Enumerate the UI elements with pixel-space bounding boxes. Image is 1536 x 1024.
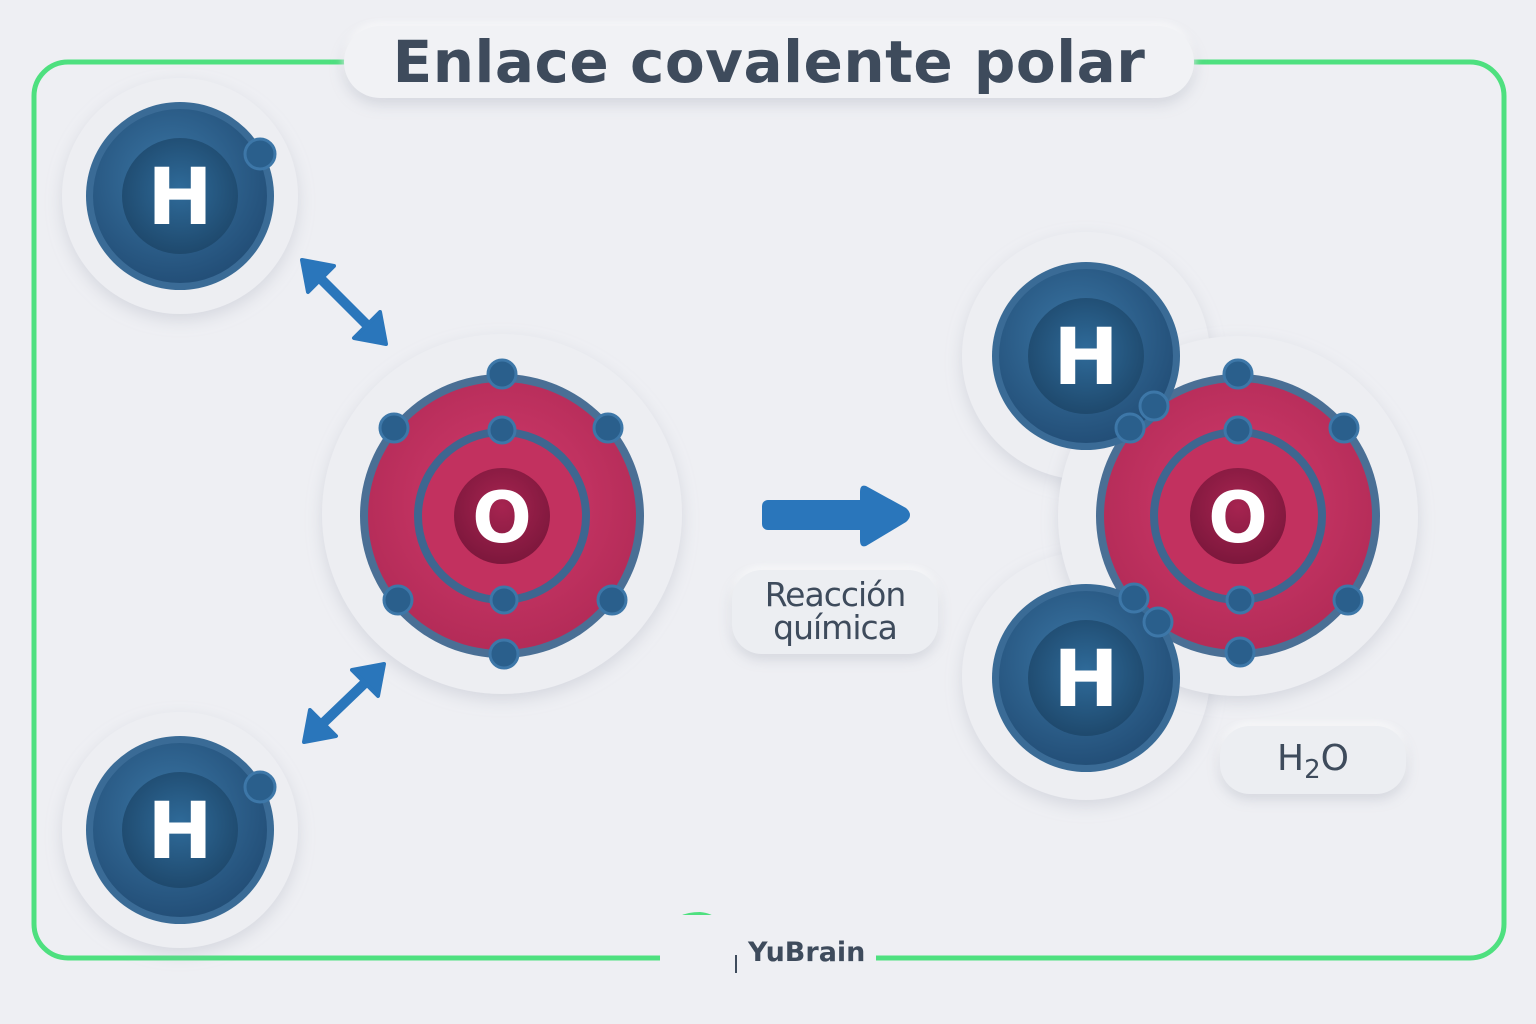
brand-separator (735, 955, 737, 973)
oxygen-atom: O (360, 358, 644, 670)
formula-subscript: 2 (1304, 755, 1321, 785)
formula-pill: H2O (1220, 726, 1406, 794)
product-formula: H2O (1220, 738, 1406, 785)
double-arrow-icon (302, 662, 386, 744)
formula-suffix: O (1320, 738, 1349, 779)
electron (243, 770, 277, 804)
page-title: Enlace covalente polar (392, 28, 1146, 96)
product-hydrogen-top-label: H (1053, 313, 1118, 403)
reaction-label-line-2: química (773, 608, 898, 647)
product-oxygen-atom: O (1096, 374, 1380, 658)
electron (243, 137, 277, 171)
product-hydrogen-atom-top: H (992, 262, 1180, 450)
product-hydrogen-bottom-label: H (1053, 635, 1118, 725)
hydrogen-atom-top: H (86, 102, 277, 290)
brand-block: YuBrain (660, 915, 876, 993)
product-hydrogen-atom-bottom: H (992, 584, 1180, 772)
title-banner: Enlace covalente polar (344, 26, 1194, 98)
double-arrow-icon (300, 258, 388, 346)
oxygen-label: O (472, 477, 532, 559)
reaction-label-line-1: Reacción (764, 575, 907, 614)
hydrogen-bottom-label: H (147, 787, 212, 877)
hydrogen-atom-bottom: H (86, 736, 277, 924)
product-electron-group (1114, 358, 1364, 668)
right-arrow-icon (762, 485, 910, 547)
formula-prefix: H (1277, 738, 1305, 779)
product-oxygen-label: O (1208, 477, 1268, 559)
brand-name: YuBrain (748, 937, 866, 968)
reaction-label-pill: Reacción química (732, 570, 938, 654)
electron-group (378, 358, 628, 670)
hydrogen-top-label: H (147, 153, 212, 243)
reaction-label: Reacción química (732, 578, 938, 644)
